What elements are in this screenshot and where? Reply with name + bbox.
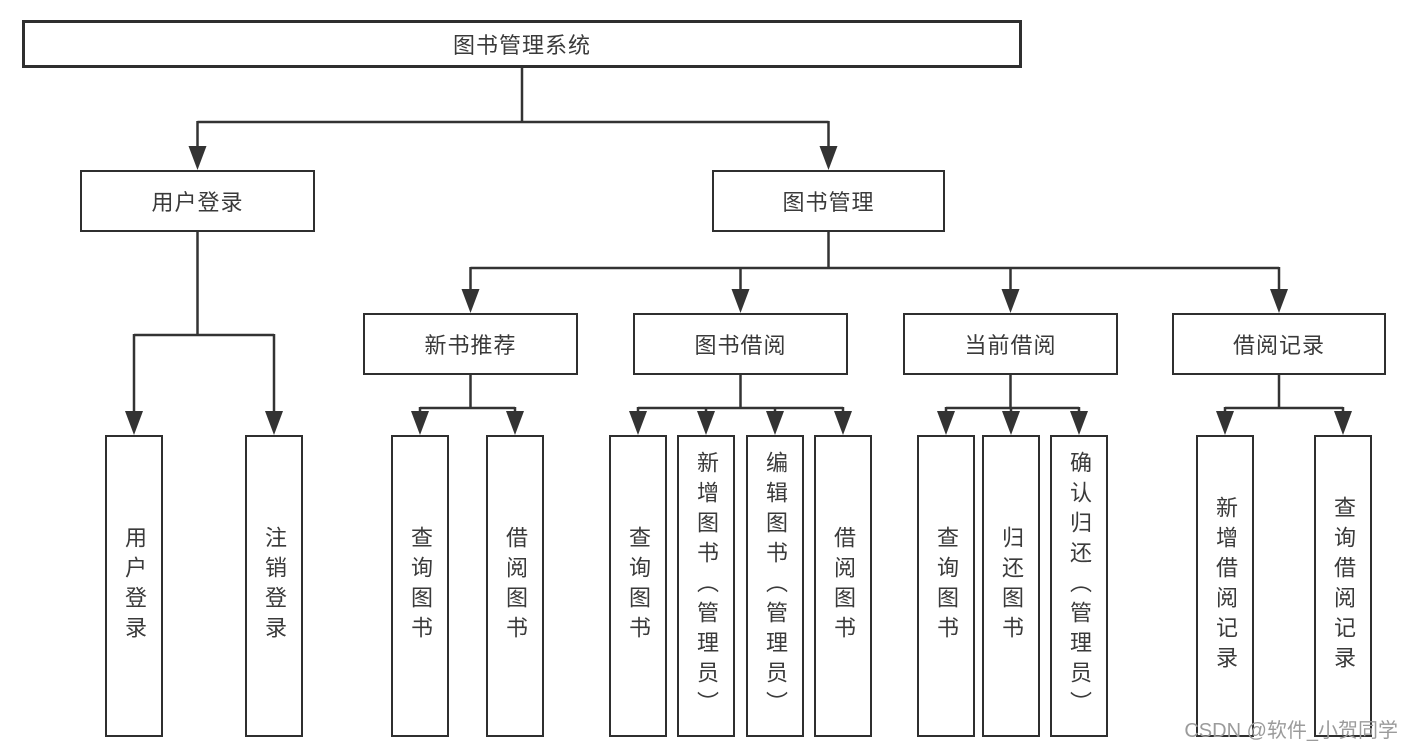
- leaf-query-book-recommend: 查询图书: [391, 435, 449, 737]
- leaf-query-borrow-record: 查询借阅记录: [1314, 435, 1372, 737]
- connector-book-management-split: [469, 231, 1281, 291]
- node-user-login: 用户登录: [80, 170, 315, 232]
- leaf-query-book-current: 查询图书: [917, 435, 975, 737]
- node-current-borrow: 当前借阅: [903, 313, 1118, 375]
- leaf-borrow-book: 借阅图书: [814, 435, 872, 737]
- leaf-add-book-admin: 新增图书（管理员）: [677, 435, 735, 737]
- connector-new-book-split: [418, 374, 517, 413]
- node-borrow-record: 借阅记录: [1172, 313, 1386, 375]
- connector-current-borrow-split: [944, 374, 1081, 413]
- connector-root-split: [196, 67, 830, 148]
- leaf-user-login: 用户登录: [105, 435, 163, 737]
- node-book-borrow: 图书借阅: [633, 313, 848, 375]
- arrowheads: [125, 146, 1352, 435]
- leaf-edit-book-admin: 编辑图书（管理员）: [746, 435, 804, 737]
- leaf-return-book: 归还图书: [982, 435, 1040, 737]
- node-new-book-recommend: 新书推荐: [363, 313, 578, 375]
- leaf-query-book-borrow: 查询图书: [609, 435, 667, 737]
- node-root-system: 图书管理系统: [22, 20, 1022, 68]
- connector-borrow-record-split: [1223, 374, 1345, 413]
- leaf-borrow-book-recommend: 借阅图书: [486, 435, 544, 737]
- connector-user-login-split: [132, 231, 276, 413]
- leaf-logout: 注销登录: [245, 435, 303, 737]
- node-book-management: 图书管理: [712, 170, 945, 232]
- leaf-add-borrow-record: 新增借阅记录: [1196, 435, 1254, 737]
- csdn-watermark: CSDN @软件_小贺同学: [1184, 720, 1398, 742]
- connector-book-borrow-split: [636, 374, 845, 413]
- leaf-confirm-return-admin: 确认归还（管理员）: [1050, 435, 1108, 737]
